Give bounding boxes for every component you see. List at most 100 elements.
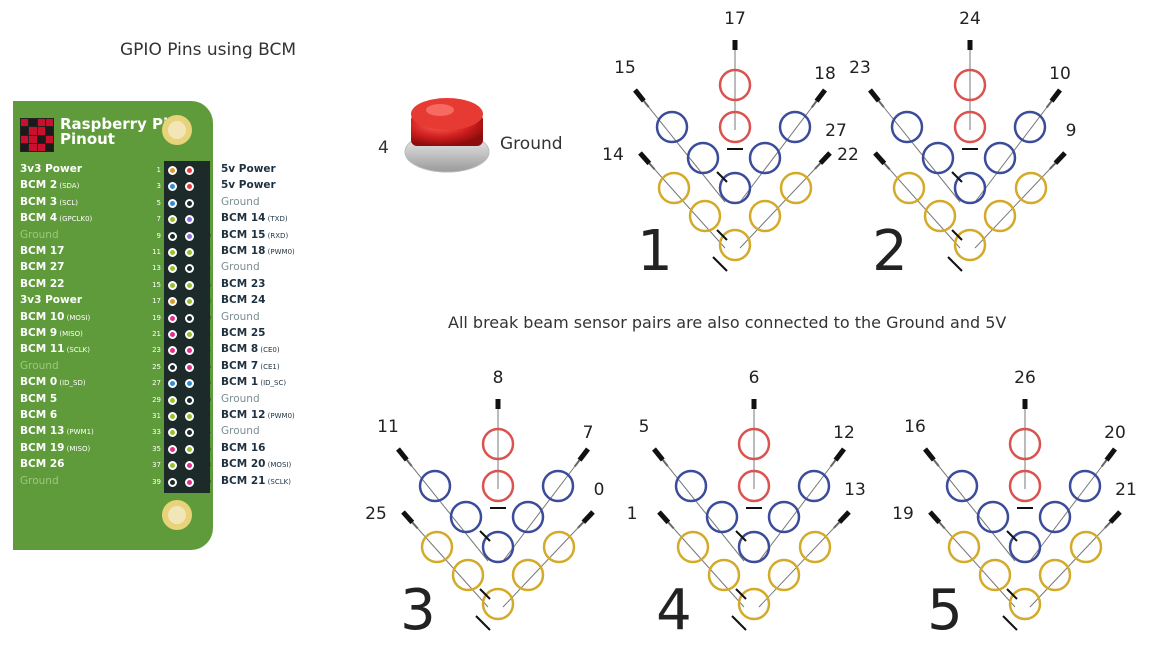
button-ground-label: Ground [500,134,563,154]
group-2-left-outer-beam [869,89,961,203]
group-3-ring-blue-l2 [449,500,483,534]
group-2-separator-mid [951,171,963,183]
pin-label-right: BCM 21 (SCLK) [221,474,291,487]
group-4-label-right-inner: 13 [844,480,866,500]
pin-label-left: BCM 10 (MOSI) [20,310,91,323]
group-5-left-inner-lead [938,521,946,530]
group-2-right-outer-emitter-icon [1049,88,1062,103]
pin-number-right: 6 [202,198,207,207]
group-3-right-outer-lead [573,459,581,468]
pin-label-left: BCM 11 (SCLK) [20,343,90,356]
pinout-subtitle: Pinout [60,130,115,148]
pin-label-right: Ground [221,261,260,274]
group-5-ring-yellow-r1 [1069,530,1103,564]
pin-number-left: 3 [156,182,161,191]
pin-label-right: Ground [221,195,260,208]
group-2-left-inner-lead [883,162,891,171]
pin-label-right: 5v Power [221,163,276,175]
pin-dot-right [185,313,194,323]
group-5-right-outer-emitter-icon [1104,447,1117,462]
pin-number-right: 16 [202,280,211,289]
group-4-left-inner-lead [667,521,675,530]
group-3-separator-low [479,588,491,600]
group-3-right-outer-beam [502,448,589,562]
pin-dot-right [185,198,194,208]
group-2-right-inner-emitter-icon [1053,151,1067,165]
group-3-right-inner-lead [577,521,585,529]
pin-dot-left [168,198,177,208]
group-5-number: 5 [927,578,963,643]
group-1-ring-yellow-r1 [779,171,813,205]
group-5-separator-bottom [1002,615,1018,631]
group-5-ring-yellow-r2 [1038,558,1072,592]
group-4-label-right-outer: 12 [833,423,855,443]
group-1-ring-blue-r1 [778,110,812,144]
pin-number-right: 12 [202,248,211,256]
group-4-ring-blue-r1 [797,469,831,503]
pin-number-right: 10 [202,231,211,240]
group-2-right-outer-lead [1045,100,1053,109]
pin-dot-left [168,231,177,241]
pin-number-left: 27 [152,379,161,388]
pin-dot-right [185,444,194,454]
pin-label-right: BCM 18 (PWM0) [221,245,295,257]
pin-number-left: 17 [152,297,161,306]
pin-label-left: BCM 19 (MISO) [20,441,91,454]
pin-dot-left [168,248,177,257]
group-3-ring-yellow-l1 [420,530,454,564]
pin-label-left: Ground [20,228,59,241]
group-1-separator-mid [716,171,728,183]
pin-dot-right [185,215,194,225]
group-2-right-inner-lead [1049,162,1057,170]
group-4-ring-red-top [737,427,771,461]
pin-dot-left [168,428,177,438]
pin-dot-right [185,346,194,356]
group-4-separator-bottom [731,615,747,631]
pin-label-left: Ground [20,359,59,372]
group-3-ring-blue-center [481,530,515,564]
pin-dot-right [185,395,194,405]
group-2-ring-blue-l1 [890,110,924,144]
group-5-ring-yellow-l1 [947,530,981,564]
pin-number-right: 22 [202,330,211,338]
pin-number-left: 11 [152,248,161,256]
group-4-ring-yellow-l1 [676,530,710,564]
pin-label-right: BCM 7 (CE1) [221,359,280,372]
pin-dot-left [168,330,177,339]
group-1-ring-red-top [718,68,752,102]
group-3-ring-blue-r1 [541,469,575,503]
group-2-label-right-inner: 9 [1066,121,1077,141]
group-1-ring-red-mid [718,110,752,144]
pin-number-left: 13 [152,264,161,273]
group-5-right-outer-lead [1100,459,1108,468]
group-5-label-top: 26 [1014,368,1036,388]
group-1-ring-yellow-r2 [748,199,782,233]
group-3-label-right-outer: 7 [583,423,594,443]
group-5-separator-low [1006,588,1018,600]
group-1-label-left-outer: 15 [614,58,636,78]
group-2-label-left-outer: 23 [849,58,871,78]
group-2-ring-yellow-l1 [892,171,926,205]
pin-number-right: 34 [202,428,211,437]
group-3-ring-red-mid [481,469,515,503]
group-3-label-right-inner: 0 [594,480,605,500]
pin-dot-left [168,346,177,356]
pin-label-right: BCM 25 [221,327,266,339]
pin-dot-left [168,461,177,471]
pin-dot-left [168,379,177,389]
raspberry-pi-logo-icon [20,118,54,152]
pin-label-right: BCM 14 (TXD) [221,212,288,225]
pin-dot-left [168,395,177,405]
pin-label-left: BCM 27 [20,261,65,274]
pin-number-left: 5 [156,198,161,207]
group-3-left-outer-beam [397,448,489,562]
pin-label-left: BCM 0 (ID_SD) [20,376,86,389]
pin-label-left: 3v3 Power [20,294,83,307]
group-2-ring-blue-r2 [983,141,1017,175]
pin-number-left: 19 [152,313,161,322]
group-5-right-inner-emitter-icon [1108,510,1122,524]
group-4-separator-mid [735,530,747,542]
pin-dot-right [185,264,194,274]
group-2-separator-low [951,229,963,241]
